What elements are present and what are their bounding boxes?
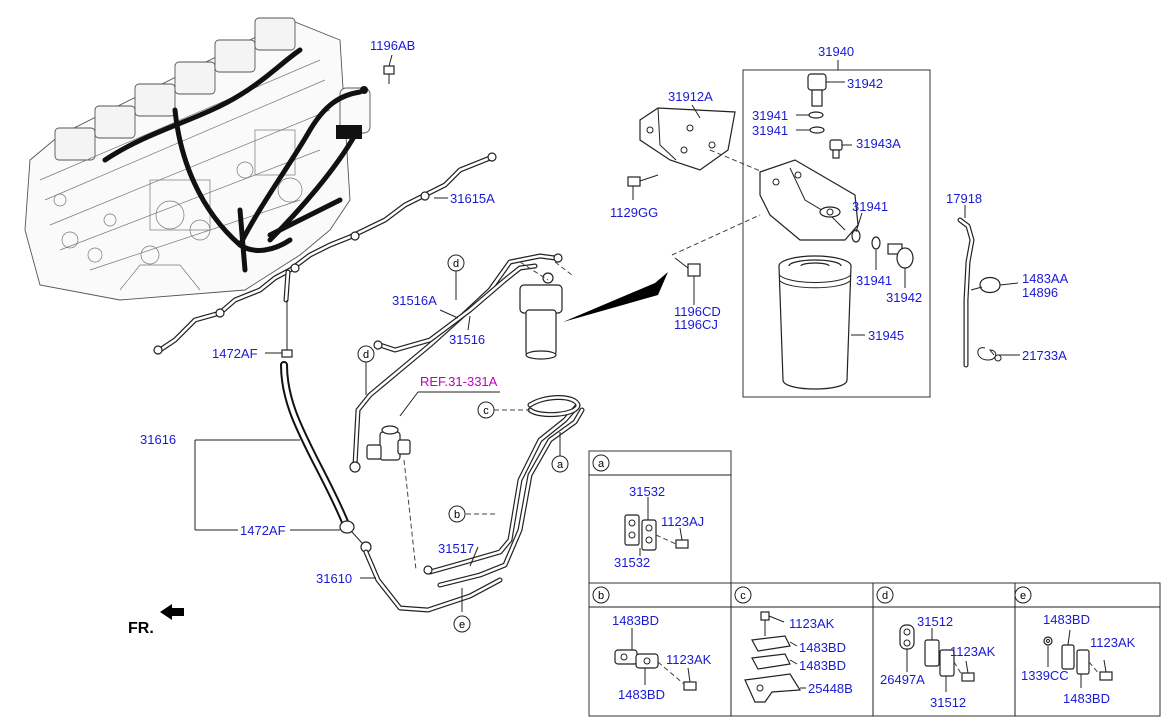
svg-text:a: a (598, 458, 605, 470)
marker-e-label: e (459, 619, 465, 631)
detail-e-label-1123AK: 1123AK (1090, 635, 1136, 650)
detail-e-label-1339CC: 1339CC (1021, 668, 1069, 683)
detail-e-label-1483BD-top: 1483BD (1043, 612, 1090, 627)
detail-c-label-1483BD-a: 1483BD (799, 640, 846, 655)
detail-a-label-31532-bottom: 31532 (614, 555, 650, 570)
callout-1472AF-top: 1472AF (212, 346, 258, 361)
ref-valve-31-331A (366, 391, 500, 571)
detail-a-label-31532-top: 31532 (629, 484, 665, 499)
callout-21733A: 21733A (1022, 348, 1067, 363)
callout-31610: 31610 (316, 571, 352, 586)
marker-b-label: b (454, 509, 460, 521)
callout-17918: 17918 (946, 191, 982, 206)
marker-d-left-label: d (363, 349, 369, 361)
marker-e: e (453, 615, 471, 633)
callout-14896: 14896 (1022, 285, 1058, 300)
fuel-line-31615A (153, 152, 497, 355)
svg-text:e: e (1020, 590, 1026, 602)
detail-tag-e: e (1014, 586, 1032, 604)
front-label: FR. (128, 620, 154, 637)
svg-text:c: c (740, 590, 746, 602)
bolt-1196AB (383, 54, 395, 84)
marker-d-top: d (447, 254, 465, 272)
callout-31516A: 31516A (392, 293, 437, 308)
detail-b-label-1483BD-bottom: 1483BD (618, 687, 665, 702)
marker-d-top-label: d (453, 258, 459, 270)
detail-d-clamp (899, 624, 975, 692)
marker-d-left: d (357, 345, 375, 363)
detail-b-label-1483BD-top: 1483BD (612, 613, 659, 628)
callout-31942-bottom: 31942 (886, 290, 922, 305)
marker-c-label: c (483, 405, 489, 417)
detail-c-label-1123AK: 1123AK (789, 616, 835, 631)
detail-a-label-1123AJ: 1123AJ (661, 514, 704, 529)
callout-31616: 31616 (140, 432, 176, 447)
bracket-31912A (627, 107, 771, 305)
callout-31517: 31517 (438, 541, 474, 556)
marker-c: c (477, 401, 495, 419)
callout-31941-a: 31941 (752, 108, 788, 123)
callout-31941-c: 31941 (852, 199, 888, 214)
detail-d-label-31512-bottom: 31512 (930, 695, 966, 710)
callout-31912A: 31912A (668, 89, 713, 104)
detail-e-label-1483BD-bottom: 1483BD (1063, 691, 1110, 706)
detail-tag-d: d (876, 586, 894, 604)
callout-ref-31-331A[interactable]: REF.31-331A (420, 374, 498, 389)
detail-tag-c: c (734, 586, 752, 604)
callout-31942-top: 31942 (847, 76, 883, 91)
svg-text:d: d (882, 590, 888, 602)
leader-lines (194, 81, 1020, 579)
callout-1196CD: 1196CD (674, 304, 721, 319)
tube-17918 (957, 205, 1002, 368)
detail-d-label-31512-top: 31512 (917, 614, 953, 629)
detail-a-clamp (624, 497, 689, 556)
detail-c-label-1483BD-b: 1483BD (799, 658, 846, 673)
hose-31616 (280, 300, 372, 553)
front-direction-indicator (160, 604, 184, 620)
callout-31516: 31516 (449, 332, 485, 347)
marker-a-label: a (557, 459, 564, 471)
callout-31941-b: 31941 (752, 123, 788, 138)
marker-b: b (448, 505, 466, 523)
fuel-pipe-31517 (423, 395, 585, 588)
callout-31941-d: 31941 (856, 273, 892, 288)
detail-tag-b: b (592, 586, 610, 604)
fuel-pipe-31516 (349, 253, 573, 473)
engine-illustration (24, 17, 371, 301)
detail-d-label-1123AK: 1123AK (950, 644, 996, 659)
detail-d-label-26497A: 26497A (880, 672, 925, 687)
detail-c-label-25448B: 25448B (808, 681, 853, 696)
detail-c-bracket (744, 611, 806, 703)
detail-tag-a: a (592, 454, 610, 472)
callout-31940: 31940 (818, 44, 854, 59)
zoom-arrow (563, 272, 668, 322)
filter-assembly-31940 (742, 60, 931, 398)
callout-1129GG: 1129GG (610, 205, 658, 220)
callout-31943A: 31943A (856, 136, 901, 151)
detail-e-clamp (1043, 629, 1113, 688)
detail-b-clamp (614, 628, 697, 691)
callout-31945: 31945 (868, 328, 904, 343)
callout-1472AF-bottom: 1472AF (240, 523, 286, 538)
marker-a: a (551, 455, 569, 473)
detail-grid (588, 450, 1161, 717)
fuel-pipe-31610 (363, 549, 503, 613)
callout-1483AA: 1483AA (1022, 271, 1069, 286)
callout-31615A: 31615A (450, 191, 495, 206)
svg-text:b: b (598, 590, 604, 602)
callout-1196CJ: 1196CJ (674, 317, 718, 332)
callout-1196AB: 1196AB (370, 38, 415, 53)
detail-b-label-1123AK: 1123AK (666, 652, 712, 667)
